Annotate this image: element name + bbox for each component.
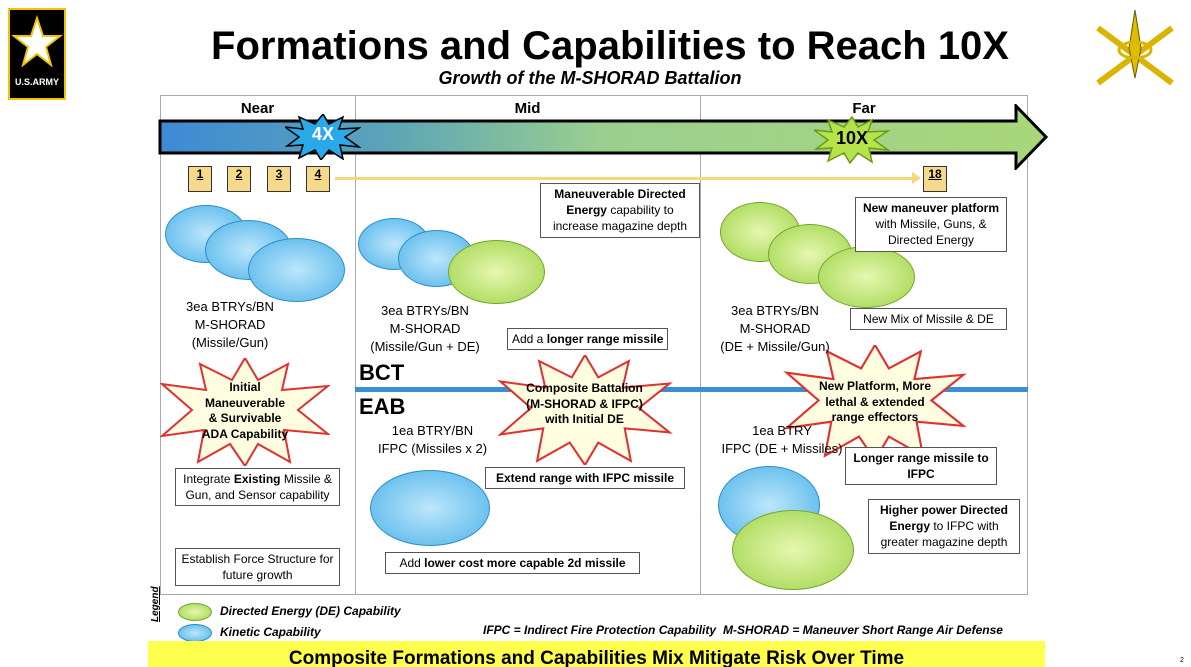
far-starburst (783, 345, 967, 460)
far-box-longer-range-ifpc: Longer range missile to IFPC (845, 447, 997, 486)
column-near: Near (240, 100, 275, 117)
mid-box-extend-range: Extend range with IFPC missile (485, 467, 685, 490)
eab-label: EAB (359, 394, 406, 419)
mshorad-definition: M-SHORAD = Maneuver Short Range Air Defe… (723, 623, 1003, 637)
10x-label: 10X (835, 128, 869, 148)
mid-burst-text: Composite Battalion (M-SHORAD & IFPC) wi… (526, 381, 643, 427)
near-box-force-structure: Establish Force Structure for future gro… (175, 548, 340, 587)
far-box-new-mix: New Mix of Missile & DE (850, 308, 1007, 331)
legend-kinetic-label: Kinetic Capability (220, 625, 321, 639)
banner-text: Composite Formations and Capabilities Mi… (288, 648, 905, 667)
far-box-new-platform: New maneuver platform with Missile, Guns… (855, 197, 1007, 252)
air-defense-artillery-insignia (1096, 9, 1174, 86)
mid-starburst (497, 355, 673, 465)
legend-kinetic-swatch (178, 624, 212, 642)
4x-burst (285, 114, 361, 160)
unit-battalion-2: 2 (227, 166, 251, 192)
bottom-banner: Composite Formations and Capabilities Mi… (148, 641, 1045, 667)
unit-battalion-3: 3 (267, 166, 291, 192)
us-army-logo: U.S.ARMY (8, 8, 66, 100)
m-shorad-vehicle-image (248, 238, 345, 302)
page-title: Formations and Capabilities to Reach 10X (211, 24, 1009, 68)
near-box-integrate: Integrate Existing Missile & Gun, and Se… (175, 468, 340, 507)
legend-de-label: Directed Energy (DE) Capability (220, 604, 401, 618)
page-number: 2 (1180, 657, 1184, 664)
unit-battalion-4: 4 (306, 166, 330, 192)
unit-battalion-18: 18 (923, 166, 947, 192)
growth-arrow-head (912, 172, 921, 184)
ifpc-launcher-image (370, 470, 490, 546)
de-truck-image (732, 510, 854, 590)
10x-burst (814, 116, 890, 164)
bct-label: BCT (359, 360, 405, 385)
bct-eab-divider (355, 387, 1028, 392)
legend-title: Legend (150, 586, 161, 622)
mid-box-lower-cost-missile: Add lower cost more capable 2d missile (385, 552, 640, 575)
page-subtitle: Growth of the M-SHORAD Battalion (438, 68, 742, 88)
timeline-frame (160, 95, 1028, 595)
growth-arrow (335, 177, 915, 180)
divider (355, 95, 356, 595)
de-vehicle-image (448, 240, 545, 304)
column-mid: Mid (514, 100, 541, 117)
de-vehicle-image (818, 246, 915, 308)
ifpc-definition: IFPC = Indirect Fire Protection Capabili… (483, 623, 717, 637)
near-burst-text: Initial Maneuverable & Survivable ADA Ca… (201, 380, 289, 441)
mid-box-longer-range-missile: Add a longer range missile (507, 328, 669, 351)
legend-de-swatch (178, 603, 212, 621)
mid-box-directed-energy: Maneuverable Directed Energy capability … (540, 183, 700, 238)
column-far: Far (852, 100, 876, 117)
divider (700, 95, 701, 595)
far-burst-text: New Platform, More lethal & extended ran… (818, 379, 932, 425)
4x-label: 4X (311, 124, 335, 144)
unit-battalion-1: 1 (188, 166, 212, 192)
near-starburst (160, 358, 330, 466)
far-box-higher-power-de: Higher power Directed Energy to IFPC wit… (868, 499, 1020, 554)
